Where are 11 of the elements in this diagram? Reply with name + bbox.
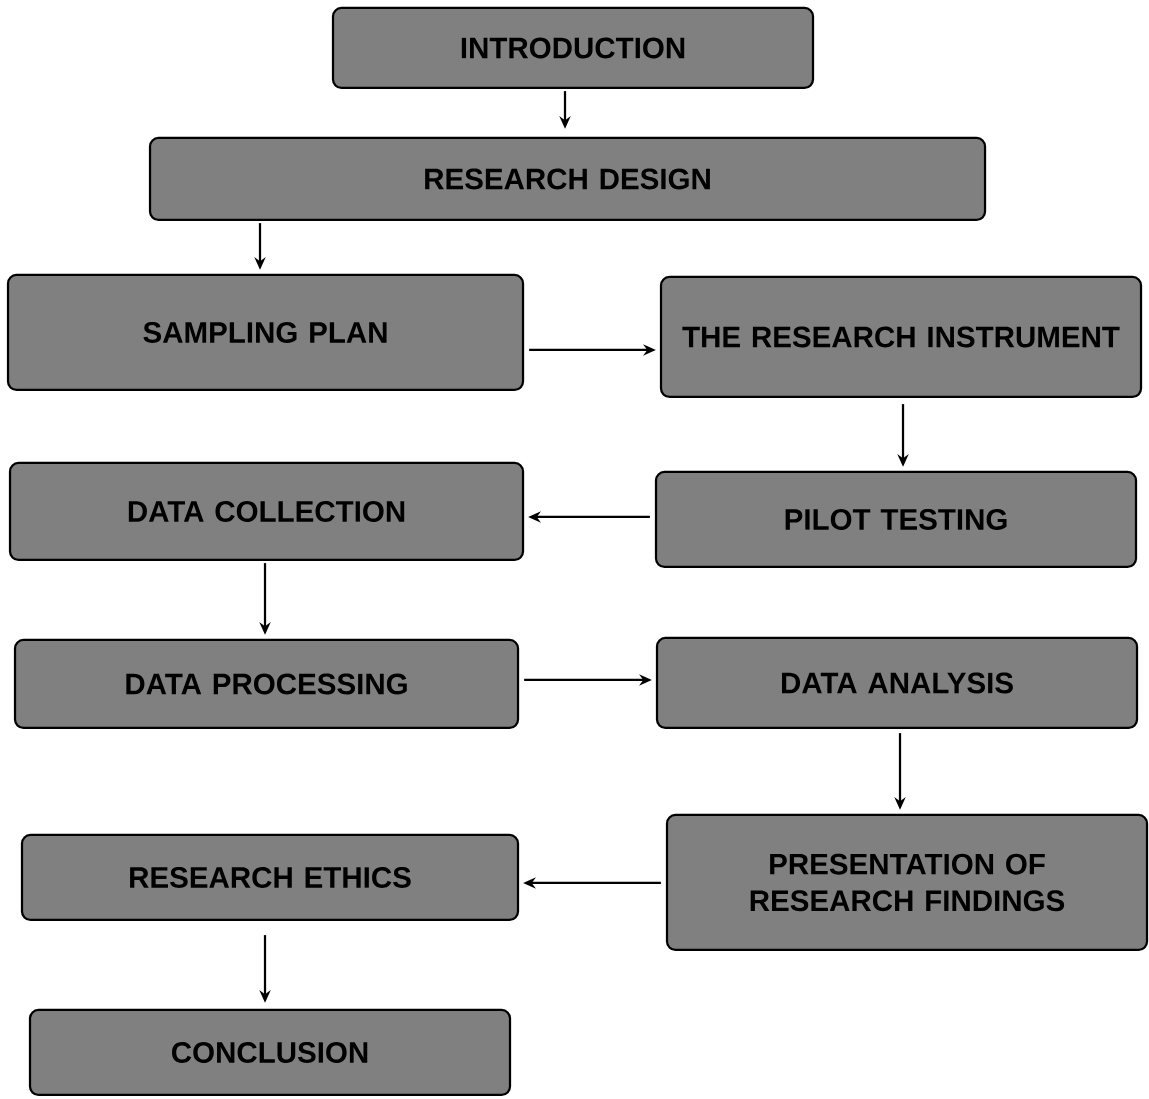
process-box: DATA PROCESSING — [13, 638, 520, 730]
process-box: PRESENTATION OF RESEARCH FINDINGS — [665, 813, 1149, 952]
process-box: SAMPLING PLAN — [6, 273, 525, 392]
process-box: RESEARCH DESIGN — [148, 136, 987, 222]
process-box: DATA COLLECTION — [8, 461, 525, 562]
process-box: CONCLUSION — [28, 1008, 512, 1097]
process-box: RESEARCH ETHICS — [20, 833, 520, 922]
process-box: INTRODUCTION — [331, 6, 815, 90]
process-box: DATA ANALYSIS — [655, 636, 1139, 730]
process-box: PILOT TESTING — [654, 470, 1138, 569]
process-box: THE RESEARCH INSTRUMENT — [659, 275, 1143, 399]
